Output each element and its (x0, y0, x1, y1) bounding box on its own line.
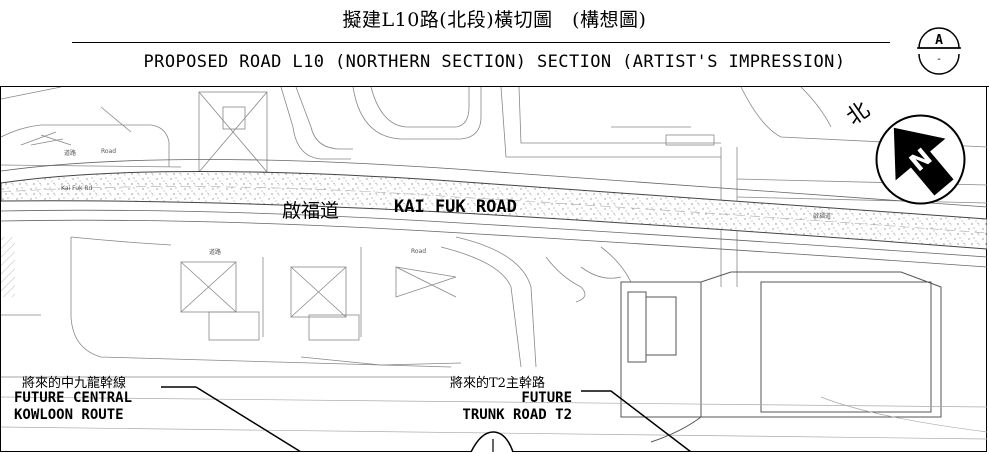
ckr-label-chinese: 將來的中九龍幹線 (22, 376, 127, 391)
road-name-chinese: 啟福道 (282, 200, 340, 222)
ckr-leader-line (195, 386, 302, 452)
title-underline (72, 42, 890, 43)
lower-grid-lines (1, 236, 632, 378)
t2-label-chinese: 將來的T2主幹路 (450, 376, 545, 391)
t2-label-english: FUTURE TRUNK ROAD T2 (462, 390, 572, 423)
minor-label-road-cn: 道路 (64, 150, 77, 157)
kai-fuk-road-carriageway (1, 170, 987, 250)
minor-label-road-cn-2: 道路 (209, 249, 222, 256)
site-plan: N 道路 Road 道路 Road 啟福道 Kai Fuk Rd (1, 87, 987, 452)
section-marker-letter: A (935, 33, 943, 48)
minor-label-road-en: Road (101, 148, 117, 155)
north-arrow-icon: N (875, 114, 966, 205)
title-block: 擬建L10路(北段)橫切圖 (構想圖) PROPOSED ROAD L10 (N… (0, 0, 989, 86)
section-marker-sub: - (936, 54, 942, 65)
minor-label-kai-fuk-en: Kai Fuk Rd (61, 185, 93, 192)
minor-label-kai-fuk: 啟福道 (813, 213, 832, 220)
title-chinese: 擬建L10路(北段)橫切圖 (構想圖) (342, 9, 647, 31)
minor-label-road-en-2: Road (411, 248, 427, 255)
title-english: PROPOSED ROAD L10 (NORTHERN SECTION) SEC… (143, 52, 846, 72)
header-divider (0, 86, 989, 87)
ckr-label-english: FUTURE CENTRAL KOWLOON ROUTE (14, 390, 133, 423)
building-outlines (620, 271, 942, 443)
section-marker-lower-icon (470, 431, 514, 452)
t2-leader-line (581, 390, 692, 452)
section-marker-icon: A - (917, 27, 961, 75)
road-name-english: KAI FUK ROAD (394, 197, 517, 217)
